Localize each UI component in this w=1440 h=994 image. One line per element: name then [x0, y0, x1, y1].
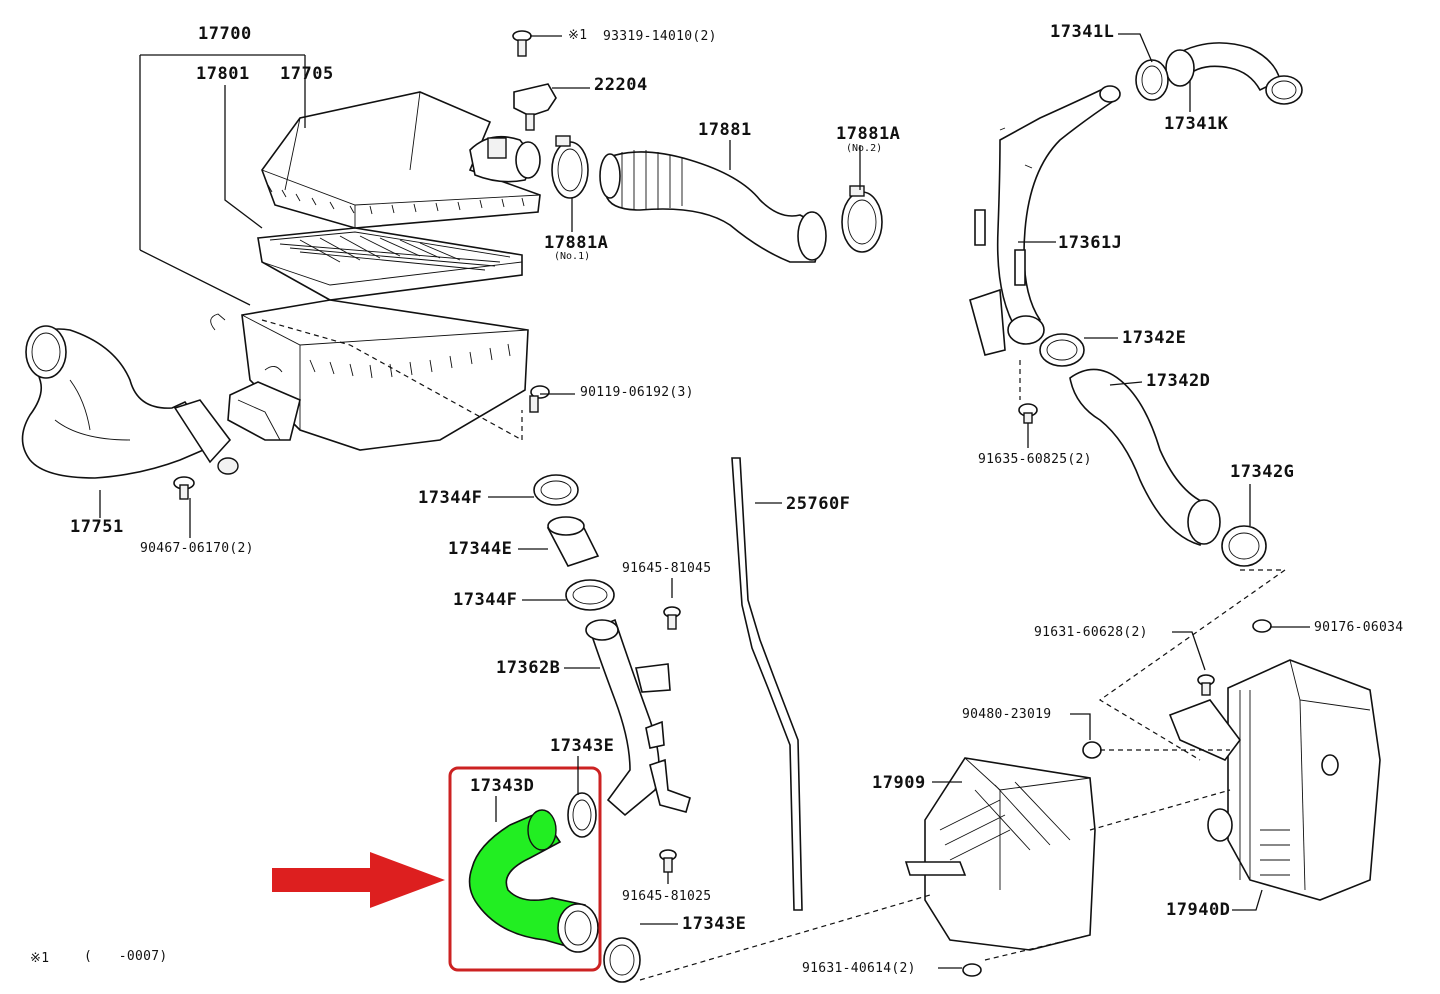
rod-25760F — [731, 457, 803, 911]
bolt-90467 — [173, 476, 195, 500]
label-no1: (No.1) — [554, 251, 591, 262]
label-17705: 17705 — [280, 64, 334, 84]
clamp-17342E — [1039, 333, 1085, 367]
hose-17344E — [546, 516, 600, 567]
label-17881: 17881 — [698, 120, 752, 140]
bolt-91631-60628 — [1197, 674, 1215, 696]
label-17343E-upper: 17343E — [550, 736, 615, 756]
clamp-17341K-right — [1265, 75, 1303, 105]
hose-17342D — [1069, 368, 1221, 546]
hose-clamp-17881A-no2 — [841, 185, 883, 253]
label-22204: 22204 — [594, 75, 648, 95]
clamp-17343E-lower — [603, 937, 641, 983]
label-90176: 90176-06034 — [1314, 620, 1404, 635]
air-cleaner-cap — [261, 91, 541, 229]
label-17341L: 17341L — [1050, 22, 1115, 42]
hose-17343D-highlighted — [468, 809, 599, 953]
leader-lines — [99, 33, 1310, 969]
clamp-17344F-lower — [565, 579, 615, 611]
highlight-box — [448, 766, 602, 972]
label-17909: 17909 — [872, 773, 926, 793]
bolt-91645-81045 — [663, 606, 681, 630]
bolt-91635 — [1018, 403, 1038, 424]
bolt-90119 — [529, 385, 550, 413]
label-17342E: 17342E — [1122, 328, 1187, 348]
label-17801: 17801 — [196, 64, 250, 84]
air-hose-17881 — [599, 150, 827, 263]
pipe-17361J — [969, 85, 1121, 356]
label-91645-81025: 91645-81025 — [622, 889, 712, 904]
label-no2: (No.2) — [846, 143, 883, 154]
pipe-17362B — [585, 618, 691, 817]
label-17700: 17700 — [198, 24, 252, 44]
label-91635: 91635-60825(2) — [978, 452, 1092, 467]
clamp-17341L — [1135, 59, 1169, 101]
hose-clamp-17881A-no1 — [551, 135, 589, 199]
label-17344F-lower: 17344F — [453, 590, 518, 610]
label-90119: 90119-06192(3) — [580, 385, 694, 400]
hose-17341K — [1165, 42, 1281, 92]
label-17342D: 17342D — [1146, 371, 1211, 391]
bolt-90176 — [1252, 619, 1272, 633]
label-90467: 90467-06170(2) — [140, 541, 254, 556]
label-17881A-no2: 17881A — [836, 124, 901, 144]
air-cleaner-case — [210, 299, 529, 451]
air-intake-duct-17751 — [21, 325, 239, 479]
label-17751: 17751 — [70, 517, 124, 537]
label-17362B: 17362B — [496, 658, 561, 678]
housing-17909 — [904, 757, 1096, 951]
air-filter-element — [257, 227, 523, 301]
label-25760F: 25760F — [786, 494, 851, 514]
right-arrow-icon — [272, 852, 445, 908]
nut-90480 — [1082, 741, 1102, 759]
label-17342G: 17342G — [1230, 462, 1295, 482]
footnote-mark: ※1 — [30, 951, 50, 966]
bolt-91631-40614 — [962, 963, 982, 977]
footnote-text: ( -0007) — [84, 949, 168, 964]
label-91645-81045: 91645-81045 — [622, 561, 712, 576]
label-17343E-lower: 17343E — [682, 914, 747, 934]
phantom-lines — [261, 319, 1287, 981]
clamp-17343E-upper — [567, 792, 597, 838]
label-17343D: 17343D — [470, 776, 535, 796]
bolt-91645-81025 — [659, 849, 677, 873]
label-17344F-upper: 17344F — [418, 488, 483, 508]
clamp-17344F-upper — [533, 474, 579, 506]
label-90480: 90480-23019 — [962, 707, 1052, 722]
clamp-17342G — [1221, 525, 1267, 567]
screw-93319 — [512, 30, 532, 57]
label-17881A-no1: 17881A — [544, 233, 609, 253]
label-17341K: 17341K — [1164, 114, 1229, 134]
airflow-sensor-22204 — [513, 83, 557, 131]
label-17361J: 17361J — [1058, 233, 1123, 253]
label-17344E: 17344E — [448, 539, 513, 559]
label-91631-60628: 91631-60628(2) — [1034, 625, 1148, 640]
label-mark-1: ※1 — [568, 28, 588, 43]
housing-17940D — [1168, 659, 1381, 901]
label-17940D: 17940D — [1166, 900, 1231, 920]
label-93319: 93319-14010(2) — [603, 29, 717, 44]
label-91631-40614: 91631-40614(2) — [802, 961, 916, 976]
